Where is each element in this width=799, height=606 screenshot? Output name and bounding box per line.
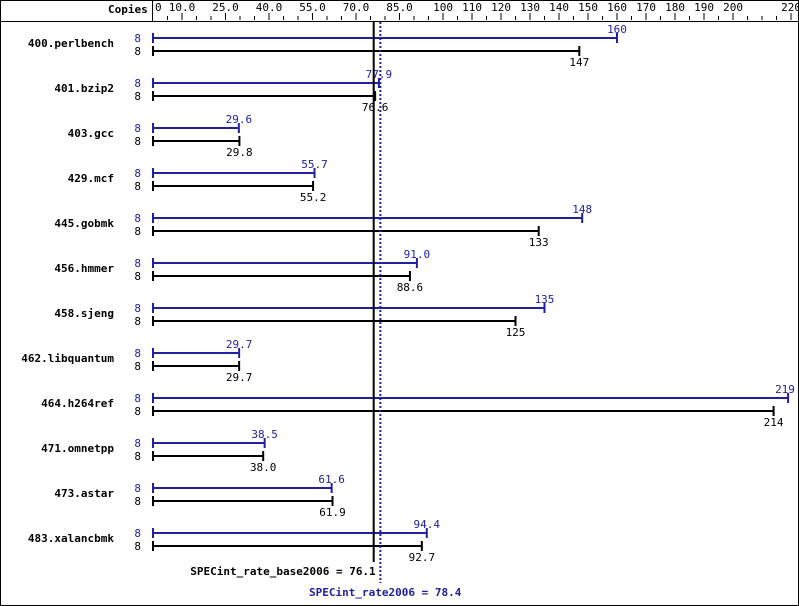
category-label: 403.gcc xyxy=(68,127,114,140)
copies-label: 8 xyxy=(134,482,141,495)
value-label-peak: 29.6 xyxy=(226,113,253,126)
category-label: 445.gobmk xyxy=(54,217,114,230)
category-label: 462.libquantum xyxy=(21,352,114,365)
category-label: 400.perlbench xyxy=(28,37,114,50)
tick-label: 110 xyxy=(462,1,482,14)
category-label: 458.sjeng xyxy=(54,307,114,320)
tick-label: 190 xyxy=(694,1,714,14)
tick-label: 40.0 xyxy=(256,1,282,14)
copies-label: 8 xyxy=(134,45,141,58)
copies-label: 8 xyxy=(134,212,141,225)
copies-label: 8 xyxy=(134,90,141,103)
category-label: 464.h264ref xyxy=(41,397,114,410)
tick-label: 100 xyxy=(433,1,453,14)
tick-label: 220 xyxy=(781,1,799,14)
value-label-base: 214 xyxy=(764,416,784,429)
value-label-peak: 77.9 xyxy=(366,68,393,81)
tick-label: 10.0 xyxy=(169,1,196,14)
value-label-peak: 91.0 xyxy=(404,248,431,261)
value-label-peak: 55.7 xyxy=(301,158,328,171)
copies-label: 8 xyxy=(134,392,141,405)
copies-label: 8 xyxy=(134,495,141,508)
value-label-base: 38.0 xyxy=(250,461,277,474)
value-label-peak: 135 xyxy=(535,293,555,306)
copies-label: 8 xyxy=(134,225,141,238)
peak-reference-label: SPECint_rate2006 = 78.4 xyxy=(309,586,462,599)
value-label-base: 125 xyxy=(506,326,526,339)
value-label-peak: 94.4 xyxy=(414,518,441,531)
value-label-peak: 29.7 xyxy=(226,338,253,351)
value-label-peak: 160 xyxy=(607,23,627,36)
value-label-base: 133 xyxy=(529,236,549,249)
copies-label: 8 xyxy=(134,405,141,418)
tick-label: 180 xyxy=(665,1,685,14)
copies-label: 8 xyxy=(134,540,141,553)
category-label: 401.bzip2 xyxy=(54,82,114,95)
copies-label: 8 xyxy=(134,315,141,328)
tick-label: 25.0 xyxy=(212,1,239,14)
tick-label: 200 xyxy=(723,1,743,14)
copies-label: 8 xyxy=(134,450,141,463)
tick-label: 0 xyxy=(155,1,162,14)
value-label-base: 29.7 xyxy=(226,371,253,384)
value-label-base: 88.6 xyxy=(397,281,424,294)
copies-label: 8 xyxy=(134,302,141,315)
tick-label: 170 xyxy=(636,1,656,14)
tick-label: 55.0 xyxy=(299,1,326,14)
value-label-peak: 219 xyxy=(775,383,795,396)
base-reference-label: SPECint_rate_base2006 = 76.1 xyxy=(190,565,376,578)
category-label: 429.mcf xyxy=(68,172,114,185)
category-label: 471.omnetpp xyxy=(41,442,114,455)
copies-label: 8 xyxy=(134,32,141,45)
tick-label: 130 xyxy=(520,1,540,14)
copies-label: 8 xyxy=(134,180,141,193)
value-label-peak: 38.5 xyxy=(251,428,278,441)
category-label: 483.xalancbmk xyxy=(28,532,114,545)
tick-label: 85.0 xyxy=(386,1,413,14)
x-axis-label: Copies xyxy=(108,3,148,16)
value-label-base: 29.8 xyxy=(226,146,253,159)
copies-label: 8 xyxy=(134,77,141,90)
tick-label: 160 xyxy=(607,1,627,14)
category-label: 456.hmmer xyxy=(54,262,114,275)
value-label-peak: 148 xyxy=(572,203,592,216)
copies-label: 8 xyxy=(134,122,141,135)
copies-label: 8 xyxy=(134,347,141,360)
copies-label: 8 xyxy=(134,135,141,148)
value-label-base: 61.9 xyxy=(319,506,346,519)
copies-label: 8 xyxy=(134,257,141,270)
tick-label: 150 xyxy=(578,1,598,14)
copies-label: 8 xyxy=(134,437,141,450)
tick-label: 140 xyxy=(549,1,569,14)
value-label-base: 92.7 xyxy=(409,551,436,564)
value-label-base: 55.2 xyxy=(300,191,327,204)
value-label-base: 76.6 xyxy=(362,101,389,114)
tick-label: 120 xyxy=(491,1,511,14)
tick-label: 70.0 xyxy=(343,1,370,14)
category-label: 473.astar xyxy=(54,487,114,500)
value-label-base: 147 xyxy=(569,56,589,69)
copies-label: 8 xyxy=(134,167,141,180)
value-label-peak: 61.6 xyxy=(318,473,345,486)
copies-label: 8 xyxy=(134,360,141,373)
copies-label: 8 xyxy=(134,270,141,283)
copies-label: 8 xyxy=(134,527,141,540)
